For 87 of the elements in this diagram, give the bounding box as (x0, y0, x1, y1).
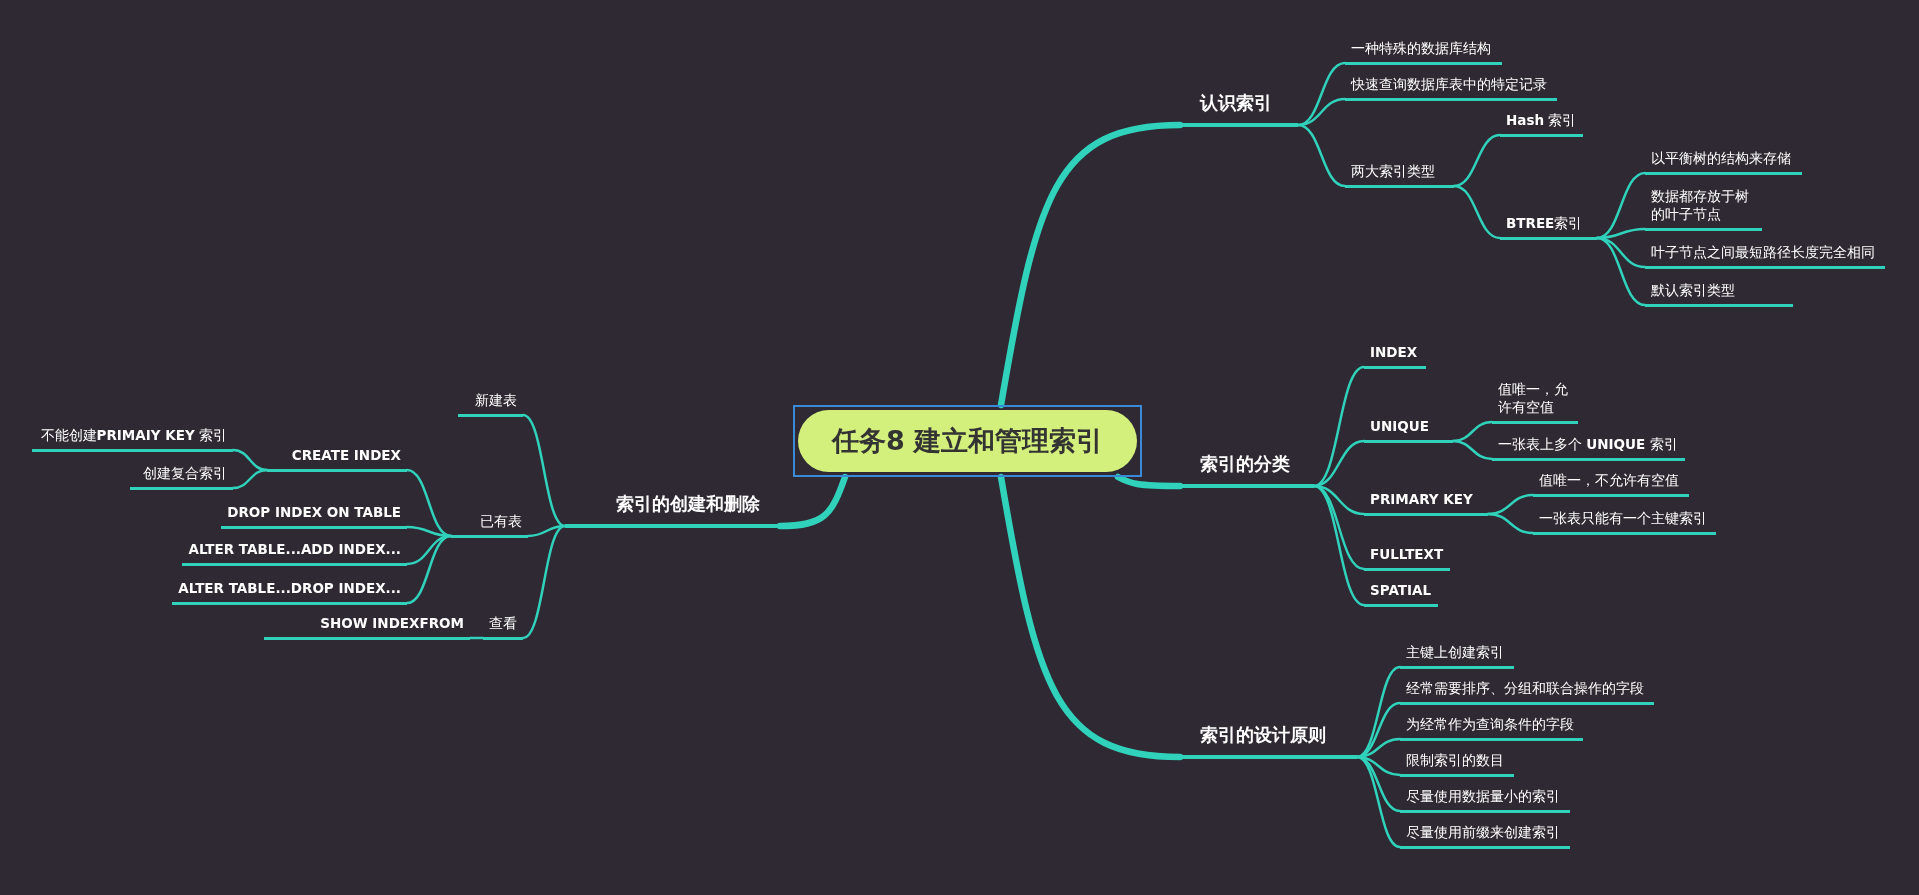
subtopic (1533, 509, 1716, 535)
branch-line (1595, 236, 1647, 307)
main-topic (565, 492, 780, 528)
topic-text: 不能创建PRIMAIY KEY 索引 (40, 426, 227, 443)
subtopic (1492, 435, 1685, 461)
subtopic (1645, 243, 1885, 269)
branch-line (231, 468, 269, 490)
subtopic (451, 512, 528, 538)
main-topic (1180, 452, 1314, 488)
subtopic (458, 391, 523, 417)
subtopic (483, 614, 523, 640)
topic-text: 数据都存放于树的叶子节点 (1651, 188, 1749, 222)
topic-text: CREATE INDEX (291, 446, 401, 463)
subtopic (1500, 111, 1583, 137)
topic-text: 值唯一，不允许有空值 (1539, 471, 1679, 488)
branch-line (1355, 755, 1402, 849)
main-topic (1180, 723, 1357, 759)
topic-text: 查看 (489, 614, 517, 631)
subtopic (1400, 787, 1570, 813)
central-topic-text: 任务8 建立和管理索引 (831, 424, 1104, 458)
branch-line (1312, 484, 1366, 571)
topic-text: INDEX (1370, 343, 1418, 360)
topic-text: FULLTEXT (1370, 545, 1444, 562)
topic-text: 快速查询数据库表中的特定记录 (1351, 75, 1547, 92)
branch-line (1595, 171, 1647, 240)
subtopic (1645, 188, 1762, 231)
topic-text: 以平衡树的结构来存储 (1651, 149, 1791, 166)
topic-text: 认识索引 (1200, 92, 1272, 114)
topic-text: 尽量使用数据量小的索引 (1406, 787, 1560, 804)
branch-line (997, 121, 1184, 409)
topic-text: UNIQUE (1370, 417, 1429, 434)
topic-text: 索引的分类 (1200, 453, 1290, 475)
branch-line (405, 468, 453, 538)
subtopic (1645, 281, 1793, 307)
subtopic (1400, 823, 1570, 849)
subtopic (1492, 381, 1578, 424)
topic-text: 一张表上多个 UNIQUE 索引 (1498, 435, 1678, 452)
main-topic (1180, 91, 1298, 127)
topic-text: 一种特殊的数据库结构 (1351, 39, 1491, 56)
topic-text: 索引的创建和删除 (616, 493, 760, 515)
topic-text: 创建复合索引 (143, 464, 227, 481)
branch-line (1452, 184, 1502, 240)
topic-text: 已有表 (480, 512, 522, 529)
topic-text: ALTER TABLE...ADD INDEX... (188, 540, 401, 557)
subtopic (1345, 162, 1454, 188)
branch-line (468, 636, 485, 640)
topic-text: Hash 索引 (1506, 111, 1577, 128)
branch-line (1296, 123, 1347, 188)
subtopic (1345, 39, 1502, 65)
subtopic (130, 464, 233, 490)
branch-line (776, 473, 849, 530)
topic-text: DROP INDEX ON TABLE (227, 503, 401, 520)
topic-text: 为经常作为查询条件的字段 (1406, 715, 1574, 732)
subtopic (1400, 643, 1514, 669)
topic-text: ALTER TABLE...DROP INDEX... (178, 579, 401, 596)
branch-line (997, 473, 1184, 761)
topic-text: PRIMARY KEY (1370, 490, 1473, 507)
branch-line (1451, 439, 1494, 461)
branch-line (405, 534, 453, 605)
branch-line (1355, 665, 1402, 759)
topic-text: 两大索引类型 (1351, 162, 1435, 179)
topic-text: 索引的设计原则 (1200, 724, 1326, 746)
topic-text: BTREE索引 (1506, 214, 1583, 231)
topic-text: 经常需要排序、分组和联合操作的字段 (1406, 679, 1644, 696)
subtopic (32, 426, 233, 452)
subtopic (1400, 715, 1583, 741)
branch-line (1114, 473, 1184, 490)
topic-text: SHOW INDEXFROM (320, 614, 464, 631)
subtopic (1500, 214, 1597, 240)
topic-text: 一张表只能有一个主键索引 (1539, 509, 1707, 526)
branch-line (521, 524, 567, 640)
subtopic (1400, 751, 1514, 777)
topic-text: 主键上创建索引 (1406, 643, 1504, 660)
branch-line (1486, 512, 1535, 535)
subtopic (1533, 471, 1689, 497)
topic-text: 默认索引类型 (1651, 281, 1735, 298)
subtopic (1345, 75, 1557, 101)
topic-text: 新建表 (475, 391, 517, 408)
topic-text: 叶子节点之间最短路径长度完全相同 (1651, 243, 1875, 260)
branch-line (1312, 484, 1366, 607)
topic-text: SPATIAL (1370, 581, 1432, 598)
subtopic (1645, 149, 1802, 175)
topic-text: 尽量使用前缀来创建索引 (1406, 823, 1560, 840)
topic-text: 值唯一，允许有空值 (1498, 381, 1568, 415)
branch-line (521, 413, 567, 528)
topic-text: 限制索引的数目 (1406, 751, 1504, 768)
subtopic (1400, 679, 1654, 705)
